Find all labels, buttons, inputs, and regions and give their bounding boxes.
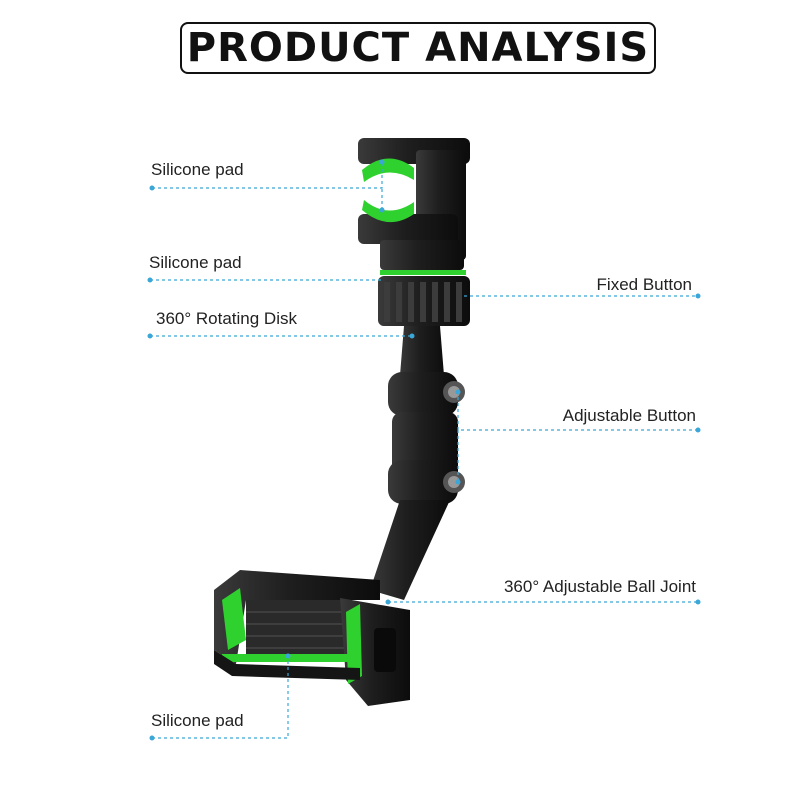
top-clamp <box>358 138 470 275</box>
label-ball-joint: 360° Adjustable Ball Joint <box>503 577 696 596</box>
arm <box>370 326 465 600</box>
label-adjustable-button: Adjustable Button <box>562 406 696 425</box>
silicone-pad-lower-green <box>362 200 414 223</box>
green-ring <box>380 270 466 275</box>
label-rotating-disk: 360° Rotating Disk <box>156 309 297 328</box>
title-box: PRODUCT ANALYSIS <box>180 22 656 74</box>
page-title: PRODUCT ANALYSIS <box>186 25 650 71</box>
leader-endpoints <box>147 159 701 741</box>
silicone-pad-upper-green <box>362 158 414 182</box>
rotating-disk <box>378 276 470 326</box>
leader-lines <box>150 162 698 739</box>
label-fixed-button: Fixed Button <box>596 275 692 294</box>
label-silicone-pad-top: Silicone pad <box>151 160 244 179</box>
label-silicone-pad-middle: Silicone pad <box>149 253 242 272</box>
bottom-clamp <box>214 570 410 706</box>
label-silicone-pad-bottom: Silicone pad <box>151 711 244 730</box>
